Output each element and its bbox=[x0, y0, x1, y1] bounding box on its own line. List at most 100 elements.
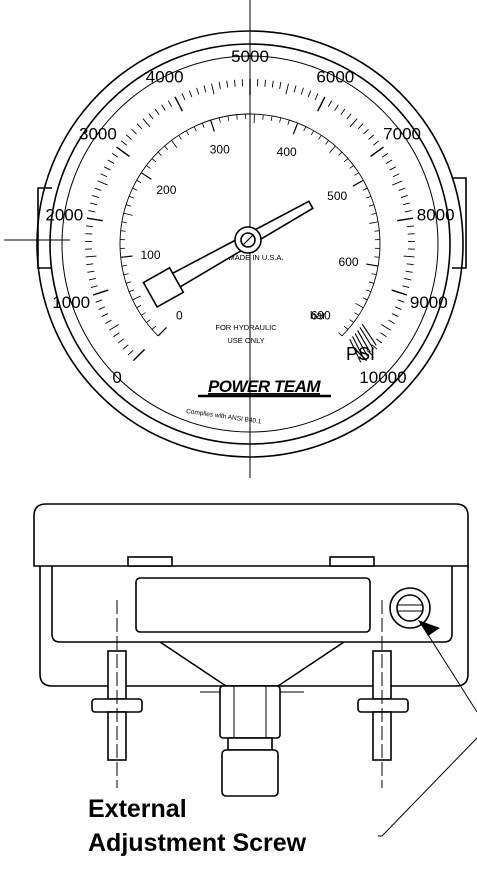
psi-tick bbox=[357, 123, 364, 130]
max-stop-hatch bbox=[357, 330, 371, 353]
bar-tick bbox=[236, 114, 238, 120]
psi-tick bbox=[391, 313, 399, 317]
bar-tick bbox=[125, 281, 131, 284]
psi-tick bbox=[391, 289, 408, 296]
bar-tick bbox=[132, 295, 141, 301]
bar-tick bbox=[343, 325, 349, 330]
psi-tick bbox=[122, 344, 129, 350]
psi-tick bbox=[307, 90, 312, 98]
side-case-tab-right bbox=[329, 556, 375, 567]
bar-tick-label: 400 bbox=[277, 145, 297, 159]
psi-tick bbox=[388, 319, 395, 324]
callout-line-1: External bbox=[88, 795, 187, 823]
psi-tick bbox=[279, 81, 282, 89]
bar-tick bbox=[325, 140, 329, 145]
psi-tick bbox=[87, 270, 95, 273]
adjustment-screw-head bbox=[396, 594, 424, 622]
psi-tick bbox=[376, 338, 383, 344]
socket-collar bbox=[227, 737, 273, 751]
psi-tick bbox=[264, 79, 266, 87]
psi-scale-ticks bbox=[85, 79, 415, 362]
psi-tick bbox=[385, 159, 393, 164]
bar-tick bbox=[262, 114, 264, 120]
psi-tick bbox=[226, 80, 229, 88]
bar-tick bbox=[362, 297, 368, 301]
psi-tick bbox=[363, 128, 369, 135]
bar-tick bbox=[123, 212, 133, 216]
bar-tick bbox=[374, 256, 380, 258]
psi-tick bbox=[404, 210, 412, 213]
bar-tick bbox=[366, 289, 372, 293]
bar-tick-label: 600 bbox=[339, 255, 359, 269]
psi-tick-label: 1000 bbox=[52, 293, 90, 312]
bar-tick-label: 300 bbox=[210, 143, 230, 157]
psi-tick bbox=[346, 113, 352, 120]
bar-tick bbox=[329, 145, 336, 154]
bar-scale-ticks bbox=[119, 113, 381, 337]
bar-tick bbox=[369, 204, 375, 207]
callout-line-2: Adjustment Screw bbox=[88, 829, 307, 857]
side-window bbox=[135, 577, 371, 633]
bar-tick bbox=[362, 187, 368, 191]
bar-tick bbox=[303, 126, 307, 132]
callout-arrowhead bbox=[418, 620, 440, 636]
psi-tick bbox=[389, 166, 397, 171]
psi-tick bbox=[340, 108, 346, 115]
bar-tick bbox=[355, 302, 364, 309]
bar-tick bbox=[178, 135, 182, 140]
bar-tick bbox=[121, 221, 127, 224]
bar-tick bbox=[141, 312, 146, 316]
bar-tick bbox=[120, 255, 133, 258]
psi-tick-label: 9000 bbox=[410, 293, 448, 312]
psi-tick bbox=[234, 79, 236, 87]
psi-tick bbox=[142, 118, 151, 128]
psi-tick bbox=[211, 83, 215, 95]
bar-tick bbox=[287, 119, 290, 125]
psi-tick bbox=[404, 278, 412, 281]
psi-tick bbox=[300, 87, 304, 95]
psi-tick bbox=[354, 348, 368, 362]
bar-tick bbox=[227, 115, 230, 121]
bar-tick bbox=[354, 172, 359, 176]
max-stop-hatch bbox=[361, 323, 377, 346]
bar-tick-label: 690 bbox=[311, 309, 331, 323]
bar-tick bbox=[210, 119, 215, 132]
psi-tick-label: 0 bbox=[112, 368, 121, 387]
psi-tick bbox=[381, 153, 389, 158]
psi-tick bbox=[111, 153, 119, 158]
bar-tick bbox=[157, 151, 162, 156]
psi-tick-label: 10000 bbox=[359, 368, 406, 387]
socket-hex-nut bbox=[219, 685, 281, 739]
psi-tick bbox=[154, 108, 160, 115]
side-case-lower-section bbox=[51, 566, 453, 643]
psi-tick bbox=[132, 348, 146, 362]
psi-tick bbox=[117, 338, 124, 344]
callout-label: External Adjustment Screw bbox=[88, 792, 418, 860]
bar-tick bbox=[193, 126, 197, 132]
psi-tick bbox=[400, 195, 408, 198]
psi-tick bbox=[88, 278, 96, 281]
psi-tick bbox=[397, 217, 414, 222]
psi-tick bbox=[113, 332, 120, 338]
max-stop-hatch bbox=[349, 339, 362, 363]
psi-tick bbox=[120, 140, 127, 146]
psi-scale-labels: 0100020003000400050006000700080009000100… bbox=[45, 47, 454, 387]
bar-tick bbox=[128, 289, 134, 293]
psi-tick bbox=[85, 225, 94, 228]
bar-tick bbox=[151, 158, 157, 163]
psi-tick bbox=[86, 263, 94, 266]
bar-tick bbox=[120, 230, 126, 232]
bar-tick bbox=[318, 135, 322, 140]
psi-tick-label: 7000 bbox=[383, 124, 421, 143]
psi-tick bbox=[397, 299, 405, 303]
psi-tick bbox=[405, 270, 413, 273]
psi-tick bbox=[371, 344, 378, 350]
psi-tick bbox=[349, 118, 358, 128]
power-team-brand-logo: POWER TEAM bbox=[208, 377, 321, 396]
psi-tick bbox=[136, 123, 143, 130]
psi-tick bbox=[406, 225, 415, 228]
psi-tick bbox=[90, 285, 98, 288]
psi-tick bbox=[167, 100, 173, 107]
